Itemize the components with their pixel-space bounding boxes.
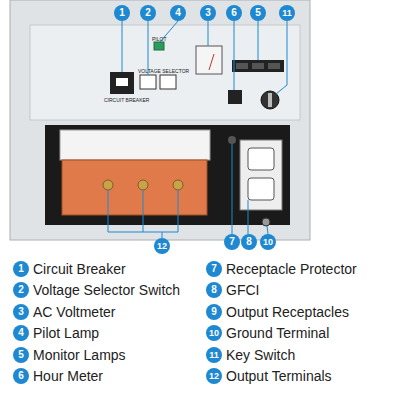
leader-line bbox=[267, 226, 268, 234]
bracket-line bbox=[108, 190, 178, 232]
terminal-cover bbox=[60, 130, 210, 160]
callout-number: 7 bbox=[224, 234, 240, 250]
key-text: Voltage Selector Switch bbox=[33, 282, 180, 298]
leader-lines bbox=[108, 21, 287, 238]
leader-line bbox=[276, 21, 287, 94]
callout-number: 11 bbox=[206, 347, 222, 363]
pilot-lamp-symbol bbox=[154, 42, 164, 50]
receptacle-protector-symbol bbox=[228, 136, 236, 144]
callout-number: 4 bbox=[170, 5, 186, 21]
circuit-breaker-symbol bbox=[110, 72, 134, 94]
output-terminal-symbol bbox=[173, 180, 183, 190]
leader-line bbox=[208, 21, 209, 46]
panel-marking: CIRCUIT BREAKER bbox=[104, 97, 149, 103]
ground-terminal-symbol bbox=[262, 218, 270, 226]
callout-number: 10 bbox=[206, 325, 222, 341]
callout-number: 3 bbox=[13, 304, 29, 320]
selector-position bbox=[160, 75, 176, 89]
callout-number: 12 bbox=[206, 368, 222, 384]
callout-number: 5 bbox=[250, 5, 266, 21]
callout-number: 2 bbox=[140, 5, 156, 21]
receptacle-outlet bbox=[248, 178, 274, 200]
panel-marking: VOLTAGE SELECTOR bbox=[138, 68, 189, 74]
hour-meter-symbol bbox=[228, 90, 242, 104]
receptacle-plate bbox=[240, 140, 282, 210]
leader-line bbox=[258, 21, 259, 60]
key-text: Monitor Lamps bbox=[33, 347, 126, 363]
monitor-lamps-symbol bbox=[232, 60, 284, 72]
callout-number: 10 bbox=[260, 234, 276, 250]
output-terminal-symbol bbox=[138, 180, 148, 190]
leader-line bbox=[234, 21, 235, 90]
callout-number: 9 bbox=[206, 304, 222, 320]
callout-number: 8 bbox=[206, 282, 222, 298]
gfci-outlet bbox=[248, 148, 274, 170]
callout-number: 5 bbox=[13, 347, 29, 363]
leader-line bbox=[248, 200, 249, 234]
callout-number: 8 bbox=[241, 234, 257, 250]
lamp bbox=[252, 63, 264, 69]
key-text: AC Voltmeter bbox=[33, 304, 115, 320]
key-text: GFCI bbox=[226, 282, 259, 298]
output-terminal-symbol bbox=[103, 180, 113, 190]
lamp bbox=[236, 63, 248, 69]
callout-number: 3 bbox=[200, 5, 216, 21]
leader-line bbox=[122, 21, 123, 72]
callout-number: 12 bbox=[154, 238, 170, 254]
voltmeter-needle bbox=[209, 54, 214, 70]
key-text: Ground Terminal bbox=[226, 325, 329, 341]
key-text: Receptacle Protector bbox=[226, 261, 357, 277]
callout-number: 6 bbox=[13, 368, 29, 384]
leader-line bbox=[143, 190, 144, 232]
recess-frame bbox=[45, 125, 290, 225]
callout-number: 6 bbox=[226, 5, 242, 21]
breaker-switch bbox=[116, 78, 128, 86]
callout-number: 11 bbox=[279, 5, 295, 21]
leader-line bbox=[232, 144, 233, 234]
callout-number: 1 bbox=[114, 5, 130, 21]
key-text: Output Terminals bbox=[226, 368, 332, 384]
selector-position bbox=[140, 75, 156, 89]
upper-panel bbox=[30, 25, 300, 120]
voltmeter-symbol bbox=[196, 46, 222, 74]
callout-number: 4 bbox=[13, 325, 29, 341]
key-text: Circuit Breaker bbox=[33, 261, 126, 277]
key-text: Output Receptacles bbox=[226, 304, 349, 320]
lamp bbox=[268, 63, 280, 69]
key-slot bbox=[268, 93, 272, 107]
panel-face bbox=[10, 0, 310, 240]
key-text: Key Switch bbox=[226, 347, 295, 363]
key-text: Hour Meter bbox=[33, 368, 103, 384]
callout-number: 2 bbox=[13, 282, 29, 298]
terminal-block bbox=[62, 160, 207, 215]
callout-number: 7 bbox=[206, 261, 222, 277]
callout-number: 1 bbox=[13, 261, 29, 277]
panel-marking: PILOT bbox=[152, 36, 166, 42]
key-text: Pilot Lamp bbox=[33, 325, 99, 341]
leader-line bbox=[148, 21, 149, 75]
